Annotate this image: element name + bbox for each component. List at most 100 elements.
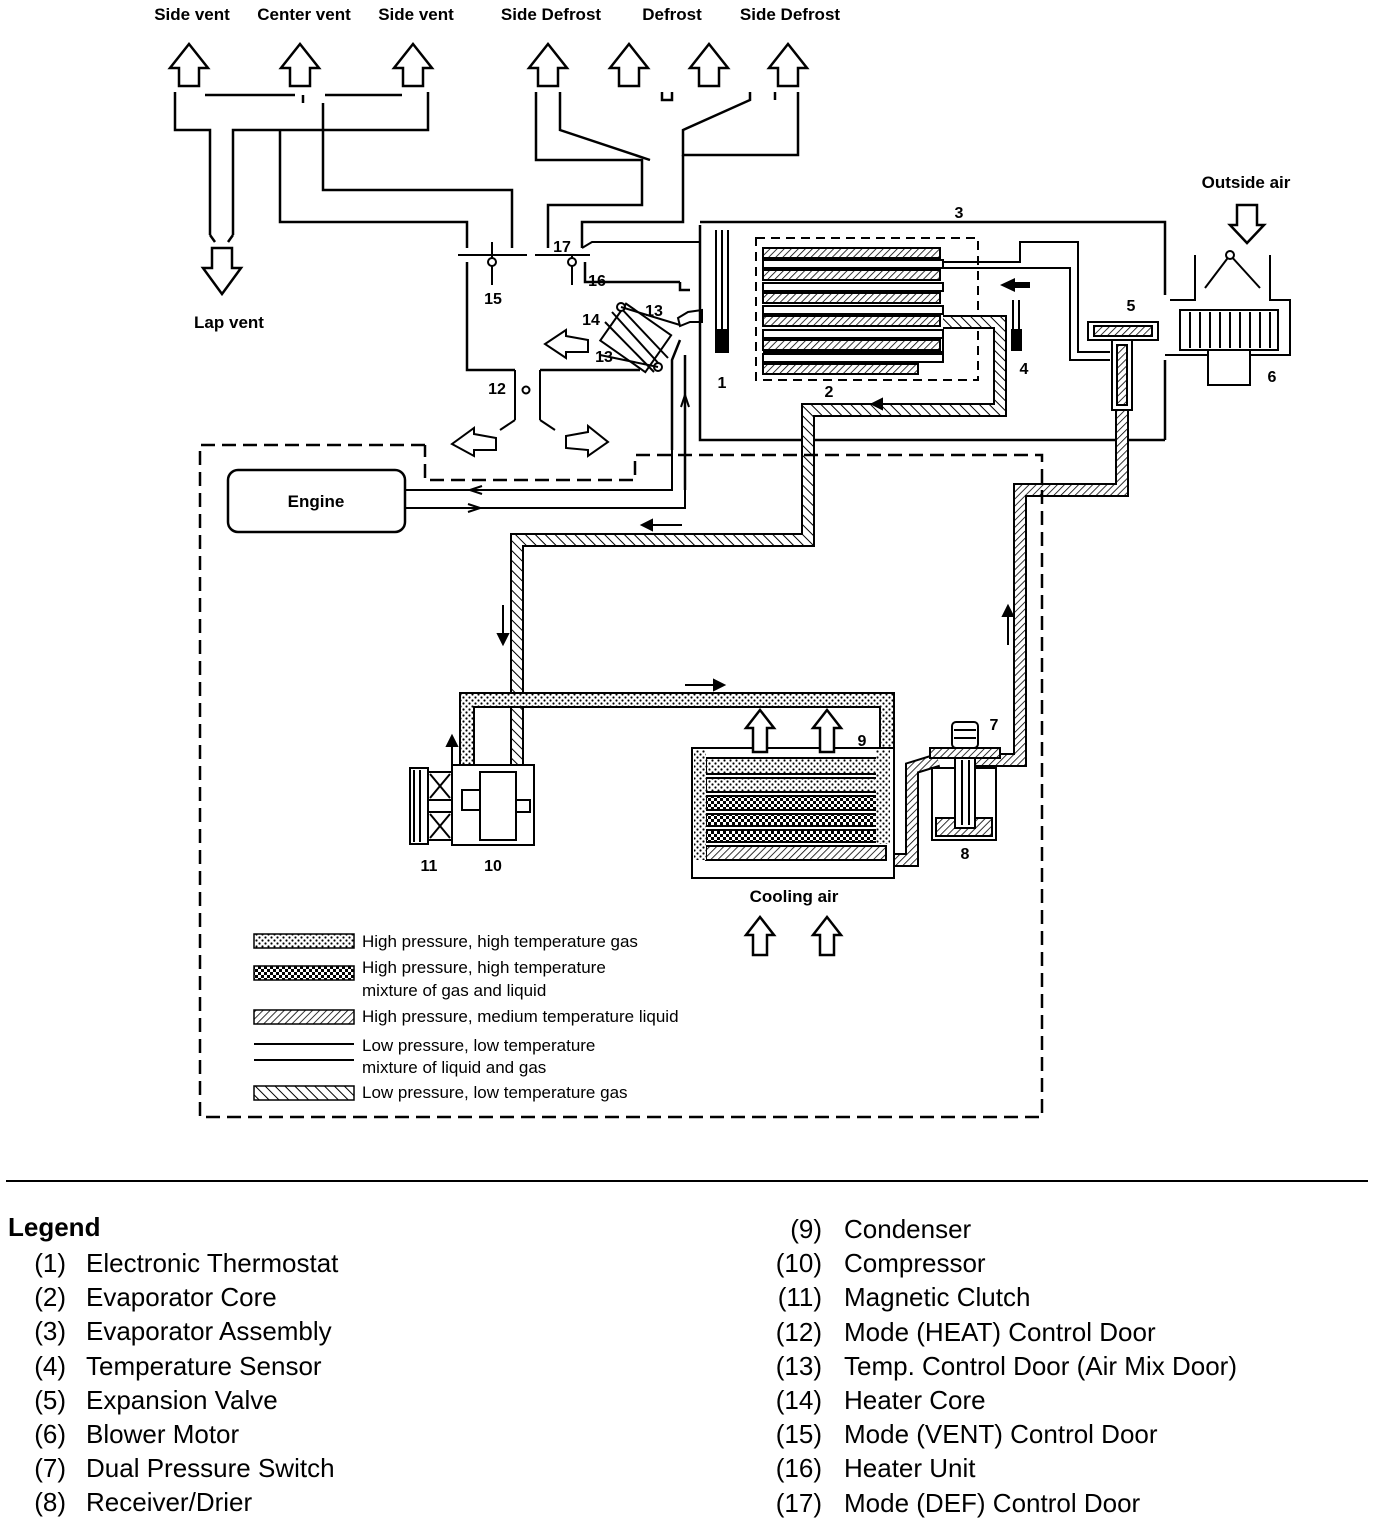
vent-ducting [173, 92, 800, 372]
legend-item: (17)Mode (DEF) Control Door [770, 1486, 1140, 1520]
label-side-vent-left: Side vent [154, 5, 230, 24]
legend-item: (12)Mode (HEAT) Control Door [770, 1315, 1156, 1349]
side-vent-left-arrow-icon [168, 42, 210, 88]
side-defrost-right-arrow-icon [767, 42, 809, 88]
legend-item-name: Evaporator Assembly [86, 1316, 332, 1347]
floor-arrow-right-icon [565, 423, 610, 458]
pattern-legend-text: High pressure, high temperature gas [362, 932, 638, 951]
compressor-10 [451, 764, 535, 846]
callout-9: 9 [858, 733, 867, 750]
line-low-pressure-mixture [943, 241, 1110, 361]
legend-item-name: Condenser [844, 1214, 972, 1244]
legend-item-name: Expansion Valve [86, 1384, 278, 1415]
lap-vent-arrow-icon [200, 246, 244, 297]
callout-5: 5 [1127, 298, 1136, 315]
legend-list-left: (1)Electronic Thermostat (2)Evaporator C… [20, 1246, 338, 1520]
legend-item-name: Heater Core [844, 1384, 986, 1415]
pattern-legend-text: Low pressure, low temperature [362, 1036, 595, 1055]
legend-item: (1) Electronic Thermostat [20, 1246, 338, 1280]
outside-air-arrow-icon [1227, 203, 1267, 245]
engine-block [226, 468, 407, 534]
swatch-dots [253, 933, 355, 949]
legend-item: (7) Dual Pressure Switch [20, 1451, 334, 1485]
airflow-arrow-evap-icon [1000, 278, 1030, 292]
coolant-lines [405, 365, 690, 513]
swatch-checker [253, 965, 355, 981]
label-side-vent-right: Side vent [378, 5, 454, 24]
callout-17: 17 [553, 239, 571, 256]
label-engine: Engine [288, 492, 345, 511]
legend-item-name: Temperature Sensor [86, 1350, 322, 1381]
pattern-legend: High pressure, high temperature gas High… [253, 932, 679, 1102]
label-defrost: Defrost [642, 5, 702, 24]
callout-1: 1 [718, 375, 727, 392]
callout-16: 16 [588, 273, 606, 290]
legend-item-number: (13) [775, 1350, 822, 1381]
callout-6: 6 [1268, 369, 1277, 386]
legend-item-name: Magnetic Clutch [844, 1282, 1031, 1313]
legend-item-name: Dual Pressure Switch [86, 1453, 335, 1484]
evaporator-assembly-3 [755, 237, 979, 381]
pattern-legend-text: High pressure, high temperature [362, 958, 606, 977]
legend-item: (6)Blower Motor [20, 1417, 239, 1451]
legend-item-number: (1) [34, 1248, 66, 1278]
callout-14: 14 [582, 312, 600, 329]
legend-divider [6, 1180, 1368, 1182]
legend-item: (16)Heater Unit [770, 1451, 976, 1485]
label-center-vent: Center vent [257, 5, 351, 24]
side-defrost-left-arrow-icon [527, 42, 569, 88]
defrost-arrow-right-icon [688, 42, 730, 88]
pattern-legend-text: Low pressure, low temperature gas [362, 1083, 628, 1102]
legend-item-name: Mode (DEF) Control Door [844, 1487, 1141, 1518]
swatch-hatch-fine [253, 1009, 355, 1025]
liquid-line [965, 405, 1129, 767]
pattern-legend-text: High pressure, medium temperature liquid [362, 1007, 679, 1026]
legend-item-name: Receiver/Drier [86, 1487, 253, 1518]
legend-item-name: Compressor [844, 1248, 986, 1279]
legend-item: (9)Condenser [770, 1212, 971, 1246]
legend-item-name: Electronic Thermostat [86, 1248, 339, 1278]
label-side-defrost-right: Side Defrost [740, 5, 840, 24]
legend-item-number: (16) [775, 1453, 822, 1484]
legend-item-number: (6) [34, 1418, 66, 1449]
center-vent-arrow-icon [279, 42, 321, 88]
legend-item: (3)Evaporator Assembly [20, 1314, 331, 1348]
legend-item: (13)Temp. Control Door (Air Mix Door) [770, 1349, 1237, 1383]
label-outside-air: Outside air [1202, 173, 1291, 192]
callout-13-bottom: 13 [595, 349, 613, 366]
callout-2: 2 [825, 384, 834, 401]
dual-pressure-switch-7 [951, 721, 979, 749]
legend-title: Legend [8, 1212, 101, 1242]
condenser-air-arrows-icon [743, 707, 844, 957]
callout-13-top: 13 [645, 303, 663, 320]
callout-3: 3 [955, 205, 964, 222]
legend-item: (14) Heater Core [770, 1383, 986, 1417]
legend-item-number: (15) [775, 1419, 822, 1450]
floor-arrow-left-icon [450, 426, 497, 458]
electronic-thermostat-1 [715, 230, 729, 353]
legend-item-number: (10) [775, 1248, 822, 1279]
label-lap-vent: Lap vent [194, 313, 264, 332]
legend-item: (15)Mode (VENT) Control Door [770, 1417, 1158, 1451]
label-side-defrost-left: Side Defrost [501, 5, 601, 24]
defrost-arrow-left-icon [608, 42, 650, 88]
vent-door-15 [458, 242, 527, 285]
legend-item-number: (11) [777, 1282, 822, 1313]
legend-item: (10) Compressor [770, 1246, 986, 1280]
legend-list-right: (9)Condenser (10) Compressor (11) Magnetic… [770, 1212, 1237, 1520]
pattern-legend-text: mixture of gas and liquid [362, 981, 546, 1000]
label-cooling-air: Cooling air [750, 887, 839, 906]
side-vent-right-arrow-icon [392, 42, 434, 88]
def-door-17 [535, 228, 701, 285]
heat-door-12 [499, 370, 556, 431]
legend-item: (11) Magnetic Clutch [770, 1280, 1031, 1314]
callout-15: 15 [484, 291, 502, 308]
legend-item-name: Mode (HEAT) Control Door [844, 1316, 1156, 1347]
airflow-arrow-in-icon [676, 308, 703, 328]
airflow-arrow-out-icon [543, 328, 589, 360]
legend-item-number: (7) [34, 1453, 66, 1484]
legend-item-number: (14) [775, 1384, 822, 1415]
legend-item: (4)Temperature Sensor [20, 1349, 321, 1383]
evaporator-core-2 [762, 247, 944, 375]
legend-item: (5)Expansion Valve [20, 1383, 278, 1417]
